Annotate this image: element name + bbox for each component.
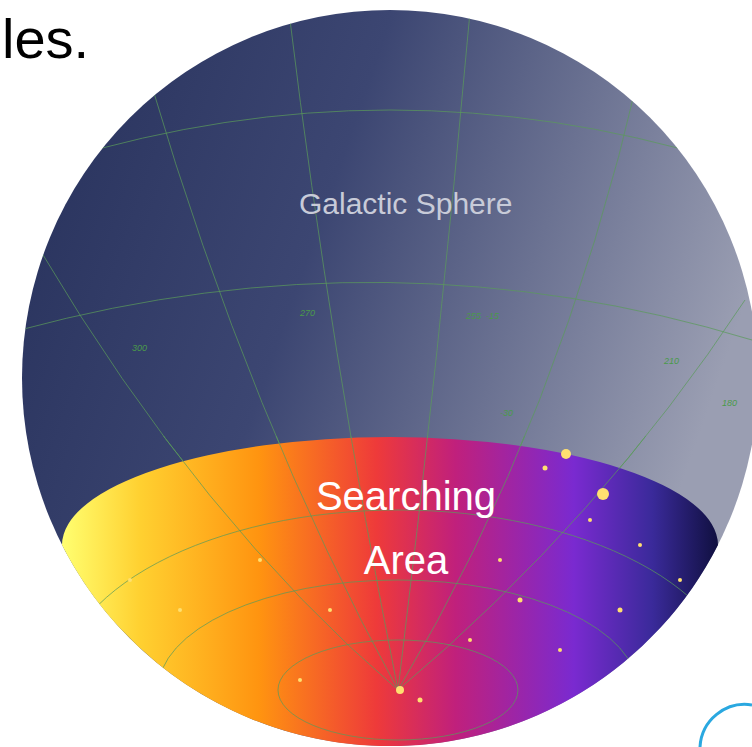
grid-number: -15 bbox=[486, 312, 499, 322]
grid-number: -30 bbox=[500, 409, 513, 419]
searching-area: Searching Area bbox=[62, 436, 718, 746]
galactic-sphere: Galactic SphereSearching Area bbox=[22, 10, 752, 746]
region-label: Searching Area bbox=[306, 464, 506, 592]
grid-number: 255 bbox=[466, 312, 481, 322]
grid-number: 270 bbox=[300, 309, 315, 319]
grid-number: 210 bbox=[664, 357, 679, 367]
grid-number: 180 bbox=[722, 399, 737, 409]
region-label: Galactic Sphere bbox=[299, 186, 512, 222]
slide-title-fragment: les. bbox=[2, 8, 89, 70]
grid-number: 300 bbox=[132, 344, 147, 354]
partial-circle bbox=[700, 704, 752, 747]
